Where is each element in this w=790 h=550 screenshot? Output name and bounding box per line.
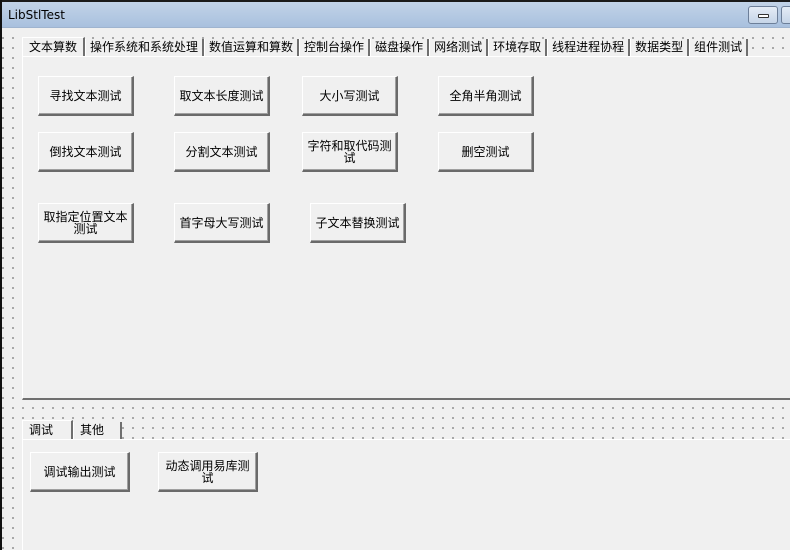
form-design-surface: 文本算数 操作系统和系统处理 数值运算和算数 控制台操作 磁盘操作 网络测试 环… — [2, 29, 790, 550]
window-title: LibStlTest — [8, 8, 65, 22]
substring-position-button[interactable]: 取指定位置文本测试 — [38, 203, 134, 243]
tab-console[interactable]: 控制台操作 — [299, 39, 371, 57]
main-tab-strip: 文本算数 操作系统和系统处理 数值运算和算数 控制台操作 磁盘操作 网络测试 环… — [22, 37, 749, 57]
main-tab-control: 文本算数 操作系统和系统处理 数值运算和算数 控制台操作 磁盘操作 网络测试 环… — [22, 37, 790, 400]
screen-edge — [0, 0, 2, 550]
debug-panel: 调试输出测试 动态调用易库测试 — [22, 439, 790, 550]
maximize-button[interactable] — [781, 6, 790, 24]
tab-data-types[interactable]: 数据类型 — [630, 39, 690, 57]
tab-os-system[interactable]: 操作系统和系统处理 — [85, 39, 205, 57]
tab-numeric-ops[interactable]: 数值运算和算数 — [204, 39, 300, 57]
tab-other[interactable]: 其他 — [73, 422, 123, 440]
tab-debug[interactable]: 调试 — [22, 420, 74, 440]
tab-network[interactable]: 网络测试 — [429, 39, 489, 57]
debug-tab-strip: 调试 其他 — [22, 420, 123, 440]
title-bar[interactable]: LibStlTest — [2, 2, 790, 28]
tab-environment[interactable]: 环境存取 — [488, 39, 548, 57]
tab-components[interactable]: 组件测试 — [689, 39, 749, 57]
tab-text-arithmetic[interactable]: 文本算数 — [22, 37, 86, 57]
case-test-button[interactable]: 大小写测试 — [302, 76, 398, 116]
tab-disk[interactable]: 磁盘操作 — [370, 39, 430, 57]
debug-output-button[interactable]: 调试输出测试 — [30, 452, 130, 492]
debug-tab-control: 调试 其他 调试输出测试 动态调用易库测试 — [22, 420, 790, 550]
char-code-button[interactable]: 字符和取代码测试 — [302, 132, 398, 172]
find-text-button[interactable]: 寻找文本测试 — [38, 76, 134, 116]
text-length-button[interactable]: 取文本长度测试 — [174, 76, 270, 116]
minimize-icon — [758, 14, 769, 18]
text-arithmetic-panel: 寻找文本测试 取文本长度测试 大小写测试 全角半角测试 倒找文本测试 分割文本测… — [22, 56, 790, 400]
fullwidth-halfwidth-button[interactable]: 全角半角测试 — [438, 76, 534, 116]
split-text-button[interactable]: 分割文本测试 — [174, 132, 270, 172]
replace-substring-button[interactable]: 子文本替换测试 — [310, 203, 406, 243]
dynamic-call-lib-button[interactable]: 动态调用易库测试 — [158, 452, 258, 492]
trim-test-button[interactable]: 删空测试 — [438, 132, 534, 172]
tab-threads[interactable]: 线程进程协程 — [547, 39, 631, 57]
capitalize-button[interactable]: 首字母大写测试 — [174, 203, 270, 243]
minimize-button[interactable] — [748, 6, 778, 24]
reverse-find-text-button[interactable]: 倒找文本测试 — [38, 132, 134, 172]
